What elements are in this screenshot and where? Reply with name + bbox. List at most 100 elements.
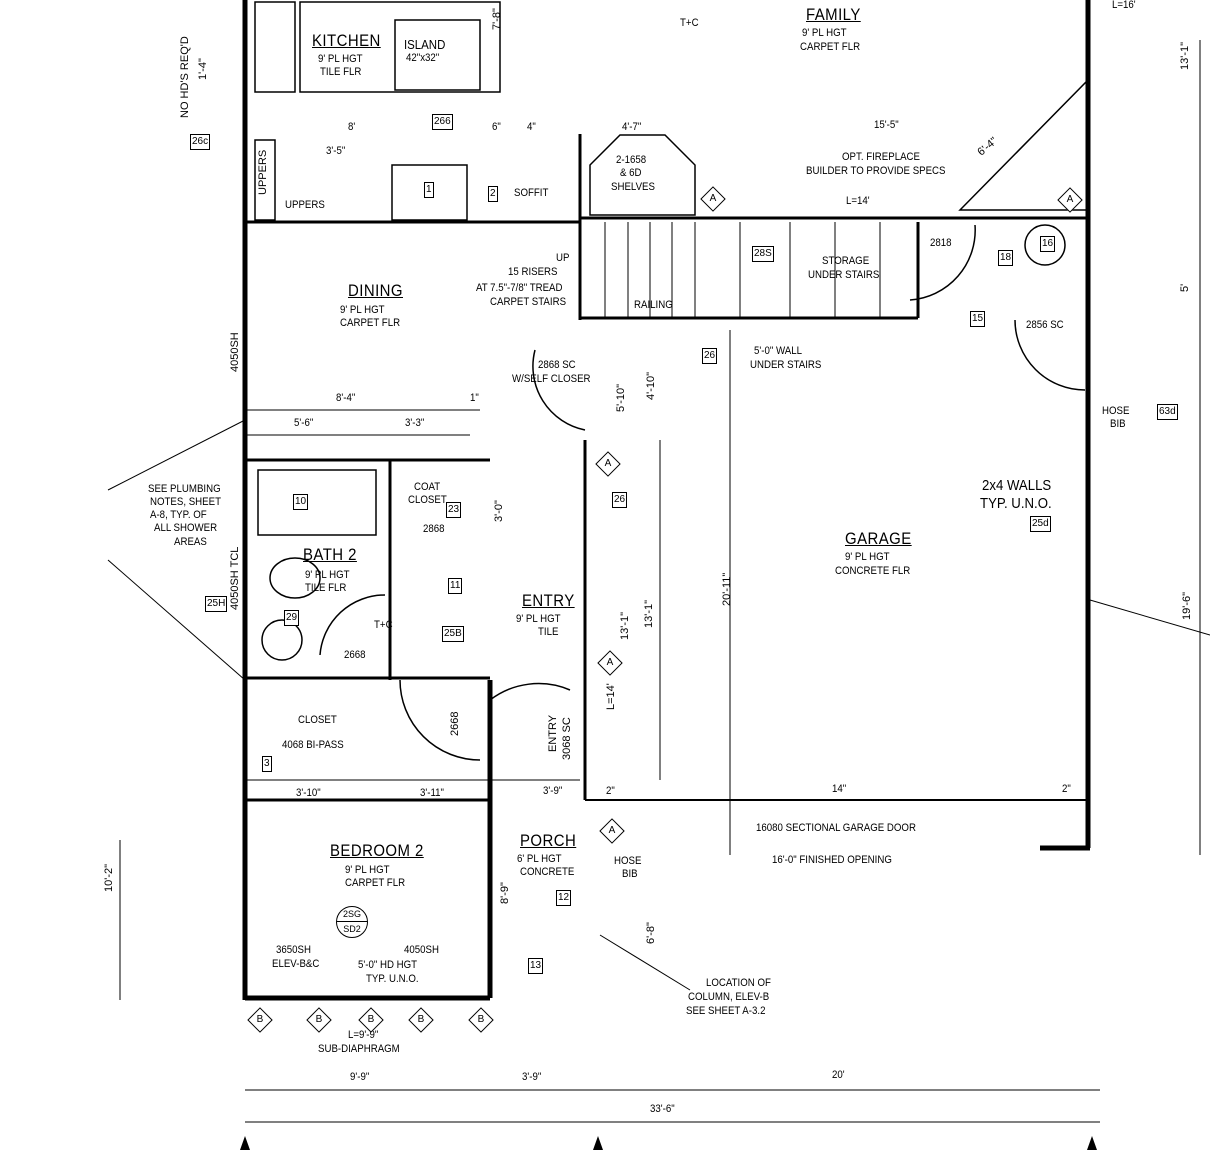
note-shelves-1: 2-1658 [616, 154, 647, 166]
note-entry-door-2: 3068 SC [561, 717, 573, 760]
dim-4-7: 4'-7" [622, 121, 642, 133]
tag-1: 1 [424, 182, 434, 198]
entry-floor: TILE [538, 626, 559, 638]
porch-floor: CONCRETE [520, 866, 575, 878]
note-plumbing-3: A-8, TYP. OF [150, 509, 207, 521]
dim-v-5: 5' [1179, 283, 1191, 292]
room-label-entry: ENTRY [522, 591, 575, 610]
room-label-garage: GARAGE [845, 529, 912, 548]
tag-63d: 63d [1157, 404, 1178, 420]
stair-treads [604, 222, 881, 318]
dim-2: 2" [606, 785, 615, 797]
note-hose-2: BIB [1110, 418, 1126, 430]
note-window-4050sh-tcl: 4050SH TCL [229, 546, 241, 610]
dim-14: 14" [832, 783, 847, 795]
note-column-1: LOCATION OF [706, 977, 771, 989]
dim-15-5: 15'-5" [874, 119, 899, 131]
door-swings [319, 224, 1086, 761]
note-door-2868: 2868 [423, 523, 445, 535]
tag-25h: 25H [205, 596, 228, 612]
garage-ceiling: 9' PL HGT [845, 551, 890, 563]
note-column-3: SEE SHEET A-3.2 [686, 1005, 766, 1017]
family-ceiling: 9' PL HGT [802, 27, 847, 39]
dim-v-10-2: 10'-2" [103, 863, 115, 892]
note-walls-1: 2x4 WALLS [982, 477, 1052, 494]
tag-2: 2 [488, 186, 498, 202]
note-subdiaphragm-2: SUB-DIAPHRAGM [318, 1043, 400, 1055]
bath2-ceiling: 9' PL HGT [305, 569, 350, 581]
dim-4: 4" [527, 121, 536, 133]
tag-25d: 25d [1030, 516, 1051, 532]
note-shelves-2: & 6D [620, 167, 642, 179]
tag-266: 266 [432, 114, 453, 130]
tag-26: 26 [702, 348, 718, 364]
section-marker: 2SG SD2 [336, 906, 368, 938]
leader-lines [107, 419, 1210, 991]
dining-floor: CARPET FLR [340, 317, 401, 329]
island-size: 42"x32" [406, 52, 440, 64]
note-storage-2: UNDER STAIRS [808, 269, 880, 281]
note-stairs-1: UP [556, 252, 570, 264]
note-tc2: T+C [374, 619, 393, 631]
note-selfclose-2: W/SELF CLOSER [512, 373, 591, 385]
dim-v-20-11: 20'-11" [721, 572, 733, 606]
note-door-2856: 2856 SC [1026, 319, 1064, 331]
room-label-family: FAMILY [806, 5, 861, 24]
room-label-bath2: BATH 2 [303, 545, 357, 564]
tag-25b: 25B [442, 626, 464, 642]
dim-v-1-4: 1'-4" [197, 58, 209, 80]
room-label-bedroom2: BEDROOM 2 [330, 841, 424, 860]
dim-3-5: 3'-5" [326, 145, 346, 157]
note-plumbing-4: ALL SHOWER [154, 522, 218, 534]
exterior-walls [242, 0, 1091, 1001]
porch-ceiling: 6' PL HGT [517, 853, 562, 865]
note-uppers-vert: UPPERS [257, 149, 269, 195]
family-floor: CARPET FLR [800, 41, 861, 53]
tag-29: 29 [284, 610, 300, 626]
note-plumbing-2: NOTES, SHEET [150, 496, 222, 508]
dimension-lines [119, 40, 1201, 1123]
note-hose-porch-2: BIB [622, 868, 638, 880]
note-window-4050sh: 4050SH [229, 332, 241, 372]
dim-v-3-0: 3'-0" [493, 500, 505, 522]
bath2-floor: TILE FLR [305, 582, 347, 594]
note-elev-1: 3650SH [276, 944, 311, 956]
note-stairs-4: CARPET STAIRS [490, 296, 567, 308]
note-wall-2: UNDER STAIRS [750, 359, 822, 371]
note-garage-door: 16080 SECTIONAL GARAGE DOOR [756, 822, 916, 834]
dim-v-5-10: 5'-10" [615, 383, 627, 412]
note-fireplace-1: OPT. FIREPLACE [842, 151, 921, 163]
dim-3-9b: 3'-9" [522, 1071, 542, 1083]
entry-ceiling: 9' PL HGT [516, 613, 561, 625]
tag-23: 23 [446, 502, 462, 518]
note-entry-door-1: ENTRY [547, 714, 559, 752]
cabinets [254, 1, 1089, 661]
dim-3-9: 3'-9" [543, 785, 563, 797]
bedroom2-floor: CARPET FLR [345, 877, 406, 889]
note-fireplace-2: BUILDER TO PROVIDE SPECS [806, 165, 946, 177]
note-stairs-2: 15 RISERS [508, 266, 558, 278]
dim-2b: 2" [1062, 783, 1071, 795]
dim-v-13-1b: 13'-1" [643, 599, 655, 628]
room-label-kitchen: KITCHEN [312, 31, 381, 50]
section-marker-bottom: SD2 [343, 924, 361, 934]
note-door-2668b: 2668 [449, 711, 461, 736]
note-door-2818: 2818 [930, 237, 952, 249]
dining-ceiling: 9' PL HGT [340, 304, 385, 316]
bedroom2-ceiling: 9' PL HGT [345, 864, 390, 876]
dim-6: 6" [492, 121, 501, 133]
dim-v-13-1: 13'-1" [619, 611, 631, 640]
note-door-2668: 2668 [344, 649, 366, 661]
note-shelves-3: SHELVES [611, 181, 655, 193]
dim-v-19-6: 19'-6" [1181, 591, 1193, 620]
tag-26b: 26 [612, 492, 628, 508]
note-finished-opening: 16'-0" FINISHED OPENING [772, 854, 892, 866]
dim-v-7: 7'-8" [491, 8, 503, 30]
dim-v-4-10: 4'-10" [645, 371, 657, 400]
tag-pf: 28S [752, 246, 774, 262]
coat-closet-line2: CLOSET [408, 494, 447, 506]
dim-3-11: 3'-11" [420, 787, 444, 799]
bottom-arrows [240, 1136, 1097, 1150]
tag-11: 11 [448, 578, 463, 594]
kitchen-ceiling: 9' PL HGT [318, 53, 363, 65]
